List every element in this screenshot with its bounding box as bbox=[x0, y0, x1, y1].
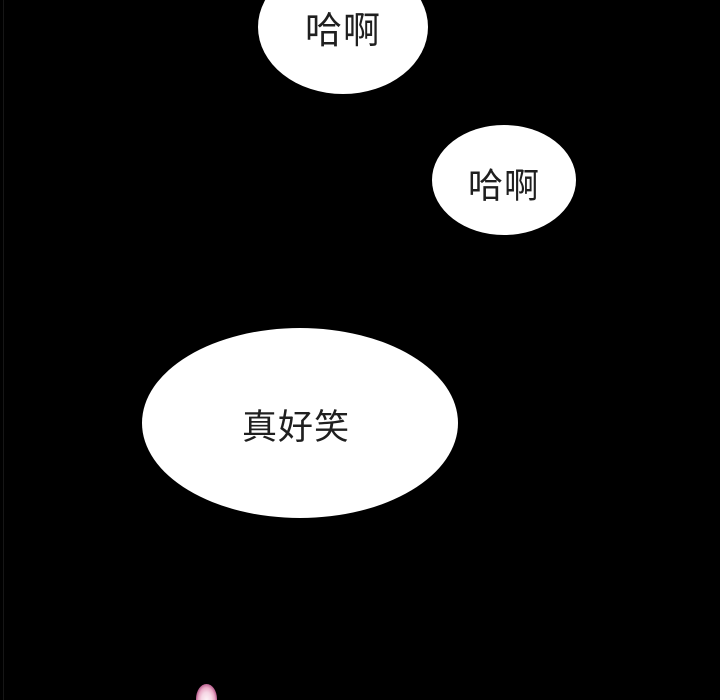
speech-bubble-text: 真好笑 bbox=[241, 407, 350, 447]
speech-bubble-top: 哈啊 bbox=[258, 0, 428, 94]
left-edge-line bbox=[3, 0, 4, 700]
speech-bubble-large: 真好笑 bbox=[142, 328, 458, 518]
speech-bubble-middle: 哈啊 bbox=[432, 125, 576, 235]
speech-bubble-text: 哈啊 bbox=[467, 166, 540, 206]
pink-object-bottom-edge bbox=[196, 684, 217, 700]
speech-bubble-text: 哈啊 bbox=[305, 9, 381, 51]
